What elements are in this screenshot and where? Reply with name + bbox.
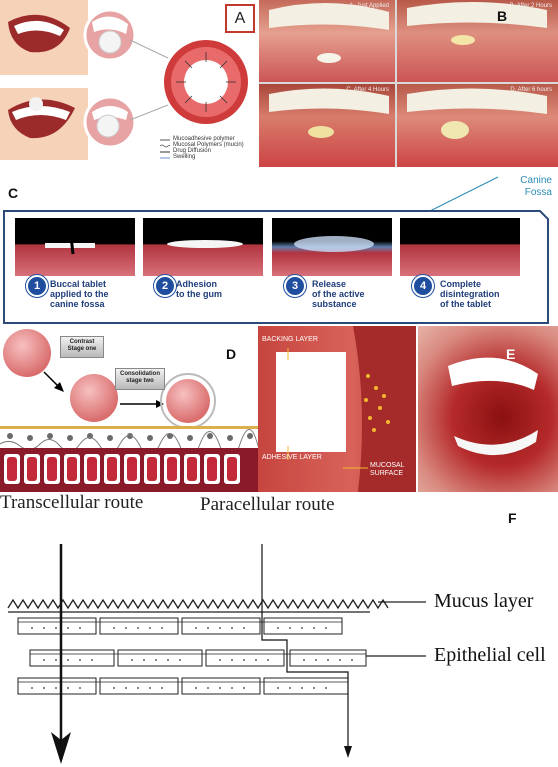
step-3-line2: of the active bbox=[312, 289, 365, 299]
adhesive-layer-label: ADHESIVE LAYER bbox=[262, 454, 322, 461]
step-1-number: 1 bbox=[26, 275, 48, 297]
legend-mucosal-polymers: Mucosal Polymers (mucin) bbox=[173, 142, 244, 148]
caption-just-applied: A. Just Applied bbox=[349, 3, 389, 9]
step-4-line1: Complete bbox=[440, 279, 482, 289]
panel-d: Contrast Stage one Consolidation stage t… bbox=[0, 326, 258, 492]
step-4-label: Complete disintegration of the tablet bbox=[440, 279, 530, 309]
panel-d-letter: D bbox=[226, 346, 237, 362]
mucosa-diagram: BACKING LAYER ADHESIVE LAYER MUCOSAL SUR… bbox=[258, 326, 416, 492]
panel-d-illustration bbox=[0, 329, 258, 492]
panel-a-letter-box: A bbox=[225, 4, 255, 33]
panel-f-letter: F bbox=[508, 510, 517, 526]
step-2-label: Adhesion to the gum bbox=[176, 279, 256, 299]
caption-after-6-hours: D. After 6 hours bbox=[510, 87, 552, 93]
photo-just-applied-art bbox=[269, 2, 389, 63]
step-4-line2: disintegration bbox=[440, 289, 500, 299]
step-1-line2: applied to the bbox=[50, 289, 109, 299]
mouth-art bbox=[448, 357, 538, 456]
mucosa-art bbox=[276, 326, 416, 492]
step-2-line2: to the gum bbox=[176, 289, 222, 299]
panel-f-diagram bbox=[7, 544, 426, 764]
step-3-label: Release of the active substance bbox=[312, 279, 392, 309]
photo-after-6-hours: D. After 6 hours bbox=[397, 84, 558, 167]
canine-label-line1: Canine bbox=[520, 175, 552, 186]
legend-mucoadhesive-polymer: Mucoadhesive polymer bbox=[173, 136, 235, 142]
legend-drug-diffusion: Drug Diffusion bbox=[173, 148, 211, 154]
panel-a-illustration bbox=[0, 0, 248, 160]
step-3-line3: substance bbox=[312, 299, 357, 309]
photo-after-6-hours-art bbox=[407, 88, 547, 139]
mucosal-surface-line2: SURFACE bbox=[370, 470, 404, 477]
step-1-line1: Buccal tablet bbox=[50, 279, 107, 289]
canine-fossa-label: Canine Fossa bbox=[500, 175, 552, 199]
backing-layer-label: BACKING LAYER bbox=[262, 336, 318, 343]
mouth-photo bbox=[418, 326, 558, 492]
panel-e-letter: E bbox=[506, 346, 516, 362]
panel-f: Transcellular route Paracellular route F bbox=[0, 492, 558, 767]
step-1-line3: canine fossa bbox=[50, 299, 105, 309]
panel-b: A. Just Applied B. After 2 Hours C. Afte… bbox=[259, 0, 558, 167]
step-1-label: Buccal tablet applied to the canine foss… bbox=[50, 279, 130, 309]
panel-b-letter: B bbox=[497, 8, 508, 24]
panel-a-legend: Mucoadhesive polymer Mucosal Polymers (m… bbox=[173, 136, 244, 160]
photo-after-4-hours-art bbox=[269, 88, 389, 138]
caption-after-4-hours: C. After 4 Hours bbox=[346, 87, 389, 93]
epithelial-cell-label: Epithelial cell bbox=[434, 644, 546, 666]
photo-after-4-hours: C. After 4 Hours bbox=[259, 84, 395, 167]
step-1-image bbox=[15, 218, 135, 276]
mucus-layer-label: Mucus layer bbox=[434, 590, 534, 612]
caption-after-2-hours: B. After 2 Hours bbox=[509, 3, 552, 9]
step-3-line1: Release bbox=[312, 279, 347, 289]
step-2-art bbox=[167, 240, 243, 248]
step-4-line3: of the tablet bbox=[440, 299, 491, 309]
photo-just-applied: A. Just Applied bbox=[259, 0, 395, 82]
step-4-number: 4 bbox=[412, 275, 434, 297]
mucosal-surface-label: MUCOSAL SURFACE bbox=[370, 462, 405, 478]
paracellular-route-label: Paracellular route bbox=[200, 494, 335, 515]
panel-a: Mucoadhesive polymer Mucosal Polymers (m… bbox=[0, 0, 258, 175]
step-4-image bbox=[400, 218, 520, 276]
step-2-line1: Adhesion bbox=[176, 279, 218, 289]
stage-one-box: Contrast Stage one bbox=[60, 336, 104, 358]
photo-after-2-hours-art bbox=[407, 1, 547, 45]
step-2-image bbox=[143, 218, 263, 276]
stage-two-box: Consolidation stage two bbox=[115, 368, 165, 390]
step-2-number: 2 bbox=[154, 275, 176, 297]
step-1-art bbox=[45, 235, 95, 255]
panel-c: C Canine Fossa 1 Buccal tablet applied t… bbox=[0, 175, 558, 325]
step-3-image bbox=[272, 218, 392, 276]
mucosal-surface-line1: MUCOSAL bbox=[370, 462, 405, 469]
legend-swelling: Swelling bbox=[173, 154, 196, 160]
panel-e: BACKING LAYER ADHESIVE LAYER MUCOSAL SUR… bbox=[258, 326, 558, 492]
canine-label-line2: Fossa bbox=[524, 187, 552, 198]
transcellular-route-label: Transcellular route bbox=[0, 492, 144, 513]
panel-c-letter: C bbox=[8, 185, 19, 201]
step-3-art bbox=[294, 236, 374, 252]
photo-after-2-hours: B. After 2 Hours bbox=[397, 0, 558, 82]
step-3-number: 3 bbox=[284, 275, 306, 297]
